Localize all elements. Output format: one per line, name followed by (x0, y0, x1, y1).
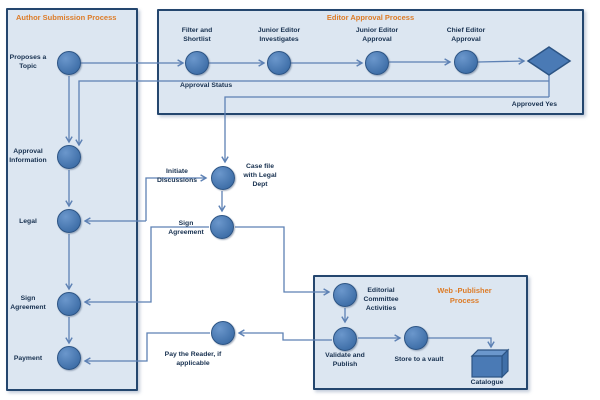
label-pay-reader: Pay the Reader, if applicable (164, 351, 222, 367)
node-junior-editor-approval (365, 51, 389, 75)
label-sign-agreement-mid: Sign Agreement (168, 220, 204, 236)
label-approved-yes: Approved Yes (511, 101, 557, 108)
node-case-file-legal (211, 166, 235, 190)
label-store-vault: Store to a vault (394, 356, 444, 363)
decision-diamond (526, 46, 572, 76)
label-validate-publish: Validate and Publish (325, 352, 365, 368)
catalogue-shape (470, 348, 510, 379)
node-junior-editor-investigates (267, 51, 291, 75)
node-editorial-committee (333, 283, 357, 307)
node-filter-shortlist (185, 51, 209, 75)
label-approval-information: Approval Information (9, 148, 47, 164)
label-catalogue: Catalogue (470, 379, 504, 386)
label-junior-editor-approval: Junior Editor Approval (355, 27, 399, 43)
author-panel-title: Author Submission Process (16, 13, 117, 22)
edge-initiate-discussions (145, 174, 208, 221)
edge-approved-yes-line (221, 96, 549, 164)
label-chief-editor-approval: Chief Editor Approval (446, 27, 486, 43)
node-chief-editor-approval (454, 50, 478, 74)
edge-payreader-to-payment (83, 332, 210, 365)
label-legal: Legal (19, 218, 37, 225)
edge-store-to-catalogue (428, 337, 495, 349)
label-filter-shortlist: Filter and Shortlist (181, 27, 213, 43)
node-validate-publish (333, 327, 357, 351)
label-case-file-legal: Case file with Legal Dept (243, 163, 277, 188)
label-junior-editor-investigates: Junior Editor Investigates (257, 27, 301, 43)
label-initiate-discussions: Initiate Discussions (156, 168, 198, 184)
edge-validate-to-payreader (237, 329, 332, 341)
label-sign-agreement-author: Sign Agreement (10, 295, 46, 311)
label-payment: Payment (13, 355, 43, 362)
label-proposes-topic: Proposes a Topic (9, 54, 47, 70)
node-store-vault (404, 326, 428, 350)
label-editorial-committee: Editorial Committee Activities (363, 287, 399, 312)
label-approval-status: Approval Status (180, 82, 233, 89)
editor-panel-title: Editor Approval Process (326, 13, 415, 22)
node-proposes-topic (57, 51, 81, 75)
node-approval-information (57, 145, 81, 169)
edge-signmid-to-editorial (235, 226, 331, 296)
edge-approval-status-line (75, 80, 549, 147)
edge-signmid-to-signauthor (83, 226, 209, 306)
node-pay-reader (211, 321, 235, 345)
node-sign-agreement-author (57, 292, 81, 316)
node-legal (57, 209, 81, 233)
node-payment (57, 346, 81, 370)
web-panel-title: Web -Publisher Process (437, 286, 492, 306)
edge-chief-to-decision (477, 57, 526, 65)
node-sign-agreement-mid (210, 215, 234, 239)
